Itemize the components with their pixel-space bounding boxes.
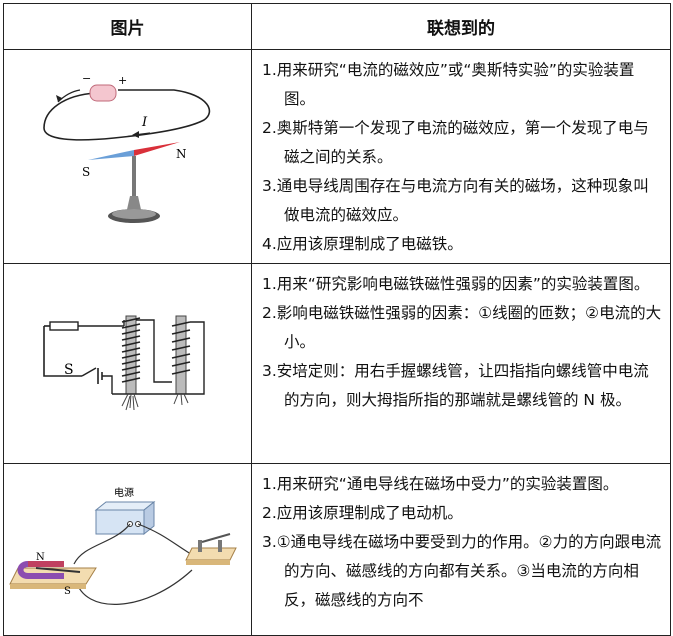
attracted-pins-1 [121, 393, 139, 411]
switch-label: S [64, 362, 74, 378]
list-item: 3.①通电导线在磁场中要受到力的作用。②力的方向跟电流的方向、磁感线的方向都有关… [262, 533, 662, 609]
switch [81, 367, 97, 377]
coil-1-windings [121, 317, 141, 383]
oersted-figure-cell: − + I S N [3, 49, 252, 264]
row2-notes: 1.用来“研究影响电磁铁磁性强弱的因素”的实验装置图。 2.影响电磁铁磁性强弱的… [251, 263, 671, 464]
list-item: 3.安培定则：用右手握螺线管，让四指指向螺线管中电流的方向，则大拇指所指的那端就… [262, 362, 649, 409]
battery-minus-label: − [82, 72, 91, 85]
electromagnet-figure-cell: S [3, 263, 252, 464]
list-item: 3.通电导线周围存在与电流方向有关的磁场，这种现象叫做电流的磁效应。 [262, 177, 649, 224]
table-row: S [3, 263, 671, 464]
power-supply-label: 电源 [114, 486, 134, 499]
circuit-wire-left [43, 326, 82, 377]
row3-notes: 1.用来研究“通电导线在磁场中受力”的实验装置图。 2.应用该原理制成了电动机。… [251, 463, 671, 636]
battery [89, 84, 117, 102]
knowledge-table: 图片 联想到的 − + I S N [3, 3, 671, 636]
header-row: 图片 联想到的 [3, 3, 671, 50]
north-label: N [36, 552, 45, 563]
needle-south [88, 150, 134, 160]
u-magnet [17, 561, 64, 579]
switch-base-board [185, 547, 237, 561]
list-item: 2.应用该原理制成了电动机。 [262, 504, 463, 522]
list-item: 1.用来“研究影响电磁铁磁性强弱的因素”的实验装置图。 [262, 275, 650, 293]
list-item: 1.用来研究“电流的磁效应”或“奥斯特实验”的实验装置图。 [262, 61, 635, 108]
list-item: 2.影响电磁铁磁性强弱的因素：①线圈的匝数；②电流的大小。 [262, 304, 662, 351]
motor-principle-apparatus-figure: 电源 N S [9, 486, 237, 605]
north-label: N [176, 147, 187, 161]
wire-b [137, 523, 195, 557]
rheostat [49, 321, 79, 331]
header-associations: 联想到的 [251, 3, 671, 50]
coil-2-windings [171, 321, 191, 375]
motor-figure-cell: 电源 N S [3, 463, 252, 636]
knife-switch [201, 533, 231, 543]
conductor-rod [35, 567, 81, 573]
table-row: 电源 N S [3, 463, 671, 636]
south-label: S [82, 165, 90, 179]
battery-plus-label: + [118, 74, 127, 87]
table-row: − + I S N 1.用来研究“电流的磁效应”或“奥斯特实验”的实验装置 [3, 49, 671, 264]
electromagnet-apparatus-figure: S [43, 315, 205, 411]
list-item: 1.用来研究“通电导线在磁场中受力”的实验装置图。 [262, 475, 619, 493]
oersted-apparatus-figure: − + I S N [43, 72, 211, 223]
south-label: S [64, 586, 71, 597]
header-picture: 图片 [3, 3, 252, 50]
row1-notes: 1.用来研究“电流的磁效应”或“奥斯特实验”的实验装置图。 2.奥斯特第一个发现… [251, 49, 671, 264]
needle-north [134, 142, 180, 156]
wire-a [73, 523, 131, 565]
wire-c [75, 569, 193, 605]
attracted-pins-2 [173, 393, 189, 406]
wire-loop [43, 89, 211, 141]
current-label: I [141, 115, 148, 130]
list-item: 4.应用该原理制成了电磁铁。 [262, 235, 463, 253]
list-item: 2.奥斯特第一个发现了电流的磁效应，第一个发现了电与磁之间的关系。 [262, 119, 649, 166]
compass-stand [132, 156, 136, 198]
